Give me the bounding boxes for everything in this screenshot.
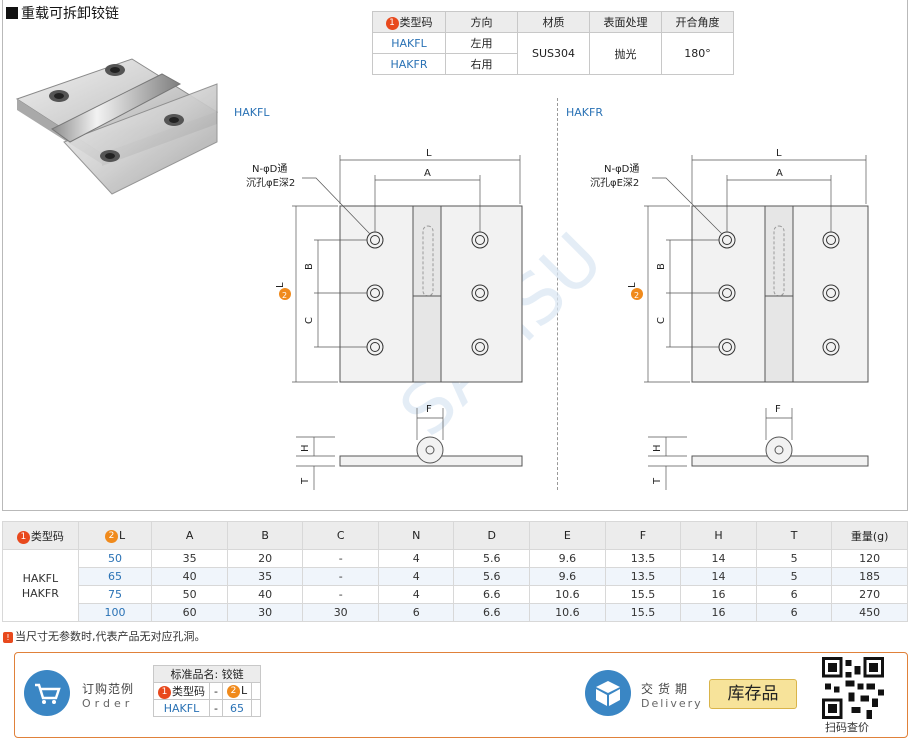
svg-text:F: F: [775, 404, 781, 415]
svg-text:A: A: [776, 168, 783, 179]
svg-text:L: L: [426, 148, 432, 159]
drawing-label-right: HAKFR: [566, 106, 603, 119]
svg-text:2: 2: [282, 291, 287, 300]
product-frame: [2, 0, 908, 511]
divider: [557, 98, 558, 490]
qr-caption: 扫码查价: [825, 721, 869, 734]
drawing-label-left: HAKFL: [234, 106, 270, 119]
stock-badge: 库存品: [709, 679, 797, 709]
svg-text:N-φD通: N-φD通: [252, 163, 287, 175]
svg-text:B: B: [304, 263, 315, 270]
svg-text:N-φD通: N-φD通: [604, 163, 639, 175]
hinge-photo: [15, 58, 219, 195]
svg-text:H: H: [652, 444, 663, 452]
delivery-box-icon: [585, 670, 631, 716]
note: !当尺寸无参数时,代表产品无对应孔洞。: [3, 628, 206, 644]
svg-text:L: L: [627, 282, 638, 288]
technical-drawing: SAMSU L A B C N-φD通 沉孔φE深2 2 L F H T: [246, 148, 869, 490]
type-hakfr: HAKFR: [372, 53, 446, 75]
info-icon: !: [3, 632, 13, 643]
svg-text:L: L: [275, 282, 286, 288]
type-hakfl: HAKFL: [372, 32, 446, 54]
page-title: 重载可拆卸铰链: [6, 5, 119, 23]
svg-text:B: B: [656, 263, 667, 270]
svg-text:沉孔φE深2: 沉孔φE深2: [590, 176, 639, 189]
svg-text:T: T: [652, 477, 663, 485]
svg-text:T: T: [300, 477, 311, 485]
svg-text:F: F: [426, 404, 432, 415]
order-subtitle: Order: [82, 697, 134, 710]
svg-text:H: H: [300, 444, 311, 452]
qr-code-icon[interactable]: [822, 657, 884, 719]
svg-text:L: L: [776, 148, 782, 159]
svg-text:C: C: [304, 317, 315, 324]
delivery-subtitle: Delivery: [641, 697, 703, 710]
order-box: [14, 652, 908, 738]
order-title: 订购范例: [82, 682, 135, 696]
delivery-title: 交货期: [641, 682, 693, 696]
svg-text:2: 2: [634, 291, 639, 300]
svg-text:A: A: [424, 168, 431, 179]
svg-text:C: C: [656, 317, 667, 324]
cart-icon: [24, 670, 70, 716]
svg-text:沉孔φE深2: 沉孔φE深2: [246, 176, 295, 189]
